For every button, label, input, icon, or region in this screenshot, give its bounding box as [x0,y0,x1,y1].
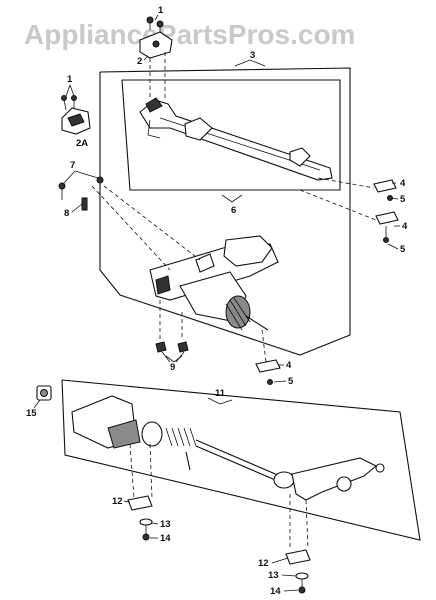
callout-4-upper: 4 [400,178,406,189]
callout-5-middle: 5 [288,376,294,387]
assembly-11-frame [61,379,421,541]
callout-13-right: 13 [268,570,279,581]
callout-12-right: 12 [258,558,269,569]
callout-2-top: 2 [137,56,142,67]
callout-5-second: 5 [400,244,406,255]
callout-12-left: 12 [112,496,123,507]
callout-14-right: 14 [270,586,281,597]
callout-13-left: 13 [160,519,171,530]
hardware-12-13-14-right [285,549,311,594]
screw-8 [81,197,88,211]
clip-4-5-middle [255,329,281,385]
part-9-pins [155,341,189,363]
callout-1-top: 1 [158,5,164,16]
callout-1-left: 1 [67,74,73,85]
clip-4-5-upper-a [317,177,397,201]
callout-9: 9 [170,362,175,373]
screw-7 [58,176,104,200]
upper-lever-assembly [139,97,333,181]
callout-11: 11 [215,388,226,399]
part-1-screws-top [146,16,164,32]
callout-7: 7 [70,160,75,171]
part-15-washer [36,385,52,401]
callout-8: 8 [64,208,69,219]
clip-4-5-upper-b [299,189,399,243]
hardware-12-13-14-left [127,495,153,541]
middle-drive-assembly [91,185,279,340]
callout-5-upper: 5 [400,194,406,205]
watermark-text: AppliancePartsPros.com [24,19,355,50]
callout-15: 15 [26,408,37,419]
callout-4-middle: 4 [286,360,292,371]
callout-4-second: 4 [402,221,408,232]
callout-2a: 2A [76,138,88,149]
callout-6: 6 [231,205,236,216]
callout-leader-lines [33,14,400,592]
lower-shaft-assembly [71,395,385,549]
assembly-3-frame [99,59,351,356]
part-2-bracket [139,31,173,100]
part-2a-bracket [61,95,91,135]
callout-14-left: 14 [160,533,171,544]
callout-3: 3 [250,50,255,61]
